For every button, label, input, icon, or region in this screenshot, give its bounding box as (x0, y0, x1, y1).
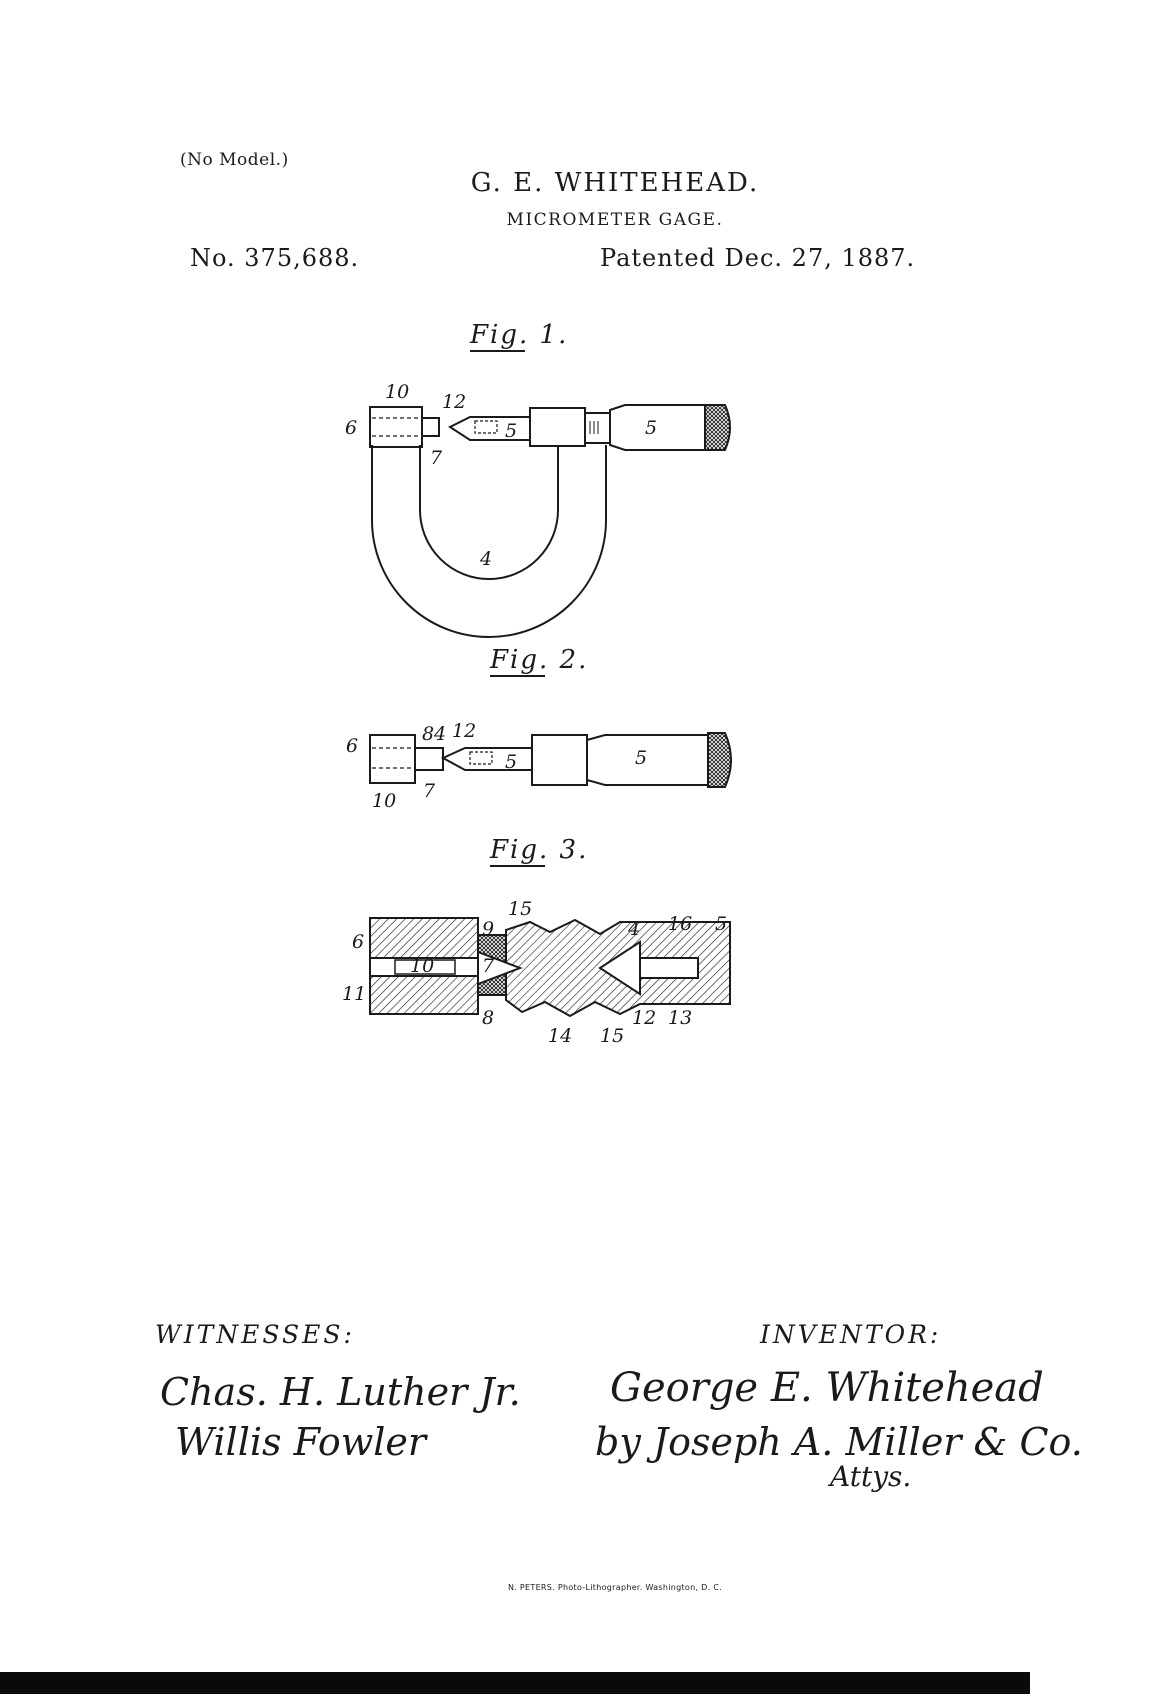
svg-text:5: 5 (635, 747, 647, 769)
svg-text:8: 8 (482, 1007, 494, 1029)
attorney-signature: by Joseph A. Miller & Co. (595, 1420, 1083, 1464)
patent-date: Patented Dec. 27, 1887. (600, 244, 916, 272)
svg-text:10: 10 (385, 381, 409, 403)
inventor-label: INVENTOR: (760, 1320, 942, 1349)
knurled-cap (704, 404, 731, 451)
patent-number: No. 375,688. (190, 244, 360, 272)
barrel-sleeve-2 (531, 734, 588, 786)
svg-text:7: 7 (423, 780, 436, 802)
thimble (609, 404, 706, 451)
svg-text:5: 5 (715, 913, 727, 935)
svg-text:12: 12 (442, 391, 466, 413)
svg-text:9: 9 (482, 918, 494, 940)
witness-2-signature: Willis Fowler (175, 1420, 427, 1464)
svg-text:4: 4 (479, 548, 492, 570)
printer-credit: N. PETERS. Photo-Lithographer. Washingto… (507, 1583, 723, 1592)
spindle-point-2 (440, 747, 533, 771)
svg-text:4: 4 (433, 723, 446, 745)
svg-text:10: 10 (372, 790, 396, 812)
svg-text:5: 5 (505, 751, 517, 773)
anvil-screw (421, 417, 440, 437)
anvil-block-2 (369, 734, 416, 784)
svg-text:7: 7 (482, 955, 495, 977)
frame-outer (371, 445, 607, 638)
fig-1-underline (470, 350, 525, 352)
svg-text:10: 10 (410, 955, 434, 977)
svg-text:11: 11 (342, 983, 366, 1005)
no-model-label: (No Model.) (180, 150, 289, 170)
fig-2-underline (490, 675, 545, 677)
inventor-title: G. E. WHITEHEAD. (470, 168, 760, 198)
witness-1-signature: Chas. H. Luther Jr. (160, 1370, 521, 1414)
fig-2-numerals: 8 4 12 6 5 5 10 7 (346, 720, 647, 812)
anvil-rod (394, 959, 456, 975)
fig-3-label: Fig. 3. (490, 835, 589, 867)
fig-1-numerals: 10 12 6 7 5 5 4 (345, 381, 657, 570)
fig-3-numerals: 15 9 4 16 5 6 10 7 11 8 14 15 12 13 (342, 898, 727, 1047)
svg-text:6: 6 (346, 735, 358, 757)
svg-text:15: 15 (600, 1025, 624, 1047)
svg-text:12: 12 (632, 1007, 656, 1029)
svg-text:4: 4 (627, 918, 640, 940)
svg-text:6: 6 (345, 417, 357, 439)
scan-border-bar (0, 1672, 1030, 1694)
fig-3-underline (490, 865, 545, 867)
fig-1-drawing (369, 404, 731, 638)
svg-text:14: 14 (548, 1025, 572, 1047)
spindle-shaft (639, 957, 699, 979)
witnesses-label: WITNESSES: (155, 1320, 355, 1349)
svg-text:7: 7 (430, 447, 443, 469)
inventor-signature: George E. Whitehead (610, 1365, 1044, 1411)
anvil-screw-2 (414, 747, 444, 771)
fig-2-label: Fig. 2. (490, 645, 589, 677)
knurled-cap-2 (707, 732, 732, 788)
attorney-suffix: Attys. (830, 1460, 912, 1493)
svg-text:8: 8 (422, 723, 434, 745)
invention-subject: MICROMETER GAGE. (506, 210, 724, 230)
svg-text:16: 16 (668, 913, 692, 935)
svg-text:5: 5 (505, 420, 517, 442)
svg-text:13: 13 (668, 1007, 692, 1029)
fig-2-drawing (369, 732, 732, 788)
thimble-2 (586, 734, 709, 786)
svg-text:12: 12 (452, 720, 476, 742)
svg-text:5: 5 (645, 417, 657, 439)
svg-text:6: 6 (352, 931, 364, 953)
barrel-sleeve (529, 407, 586, 447)
anvil-block (369, 406, 423, 448)
fig-1-label: Fig. 1. (470, 320, 569, 352)
svg-text:15: 15 (508, 898, 532, 920)
anvil-point (477, 950, 523, 986)
frame-inner (419, 445, 559, 580)
fig-3-drawing (369, 917, 731, 1018)
